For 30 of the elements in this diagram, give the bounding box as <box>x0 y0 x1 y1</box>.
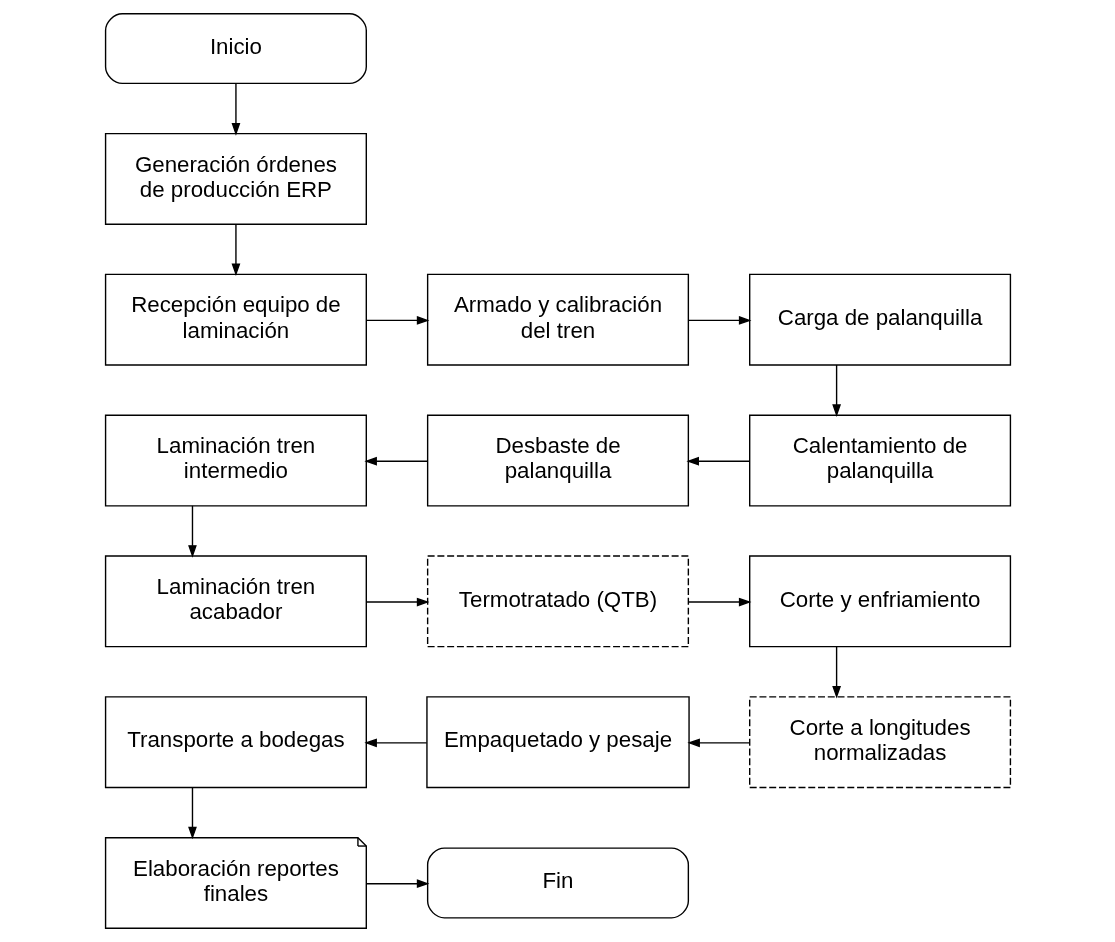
arrow <box>687 597 751 607</box>
arrow <box>365 597 429 607</box>
node-box: Inicio <box>104 13 367 85</box>
arrow <box>231 223 240 277</box>
node-box: Termotratado (QTB) <box>426 555 689 648</box>
arrow <box>365 879 429 889</box>
node-box: Laminación tren acabador <box>104 555 367 648</box>
arrow <box>231 82 240 136</box>
node-box: Transporte a bodegas <box>104 696 367 789</box>
arrow <box>831 646 841 699</box>
node-box: Corte a longitudes normalizadas <box>748 696 1011 789</box>
arrow <box>187 786 197 840</box>
node-box: Laminación tren intermedio <box>104 414 367 507</box>
node-box: Armado y calibración del tren <box>426 273 689 366</box>
node-box: Desbaste de palanquilla <box>426 414 689 507</box>
node-box: Corte y enfriamiento <box>748 555 1011 648</box>
node-box: Carga de palanquilla <box>748 273 1011 366</box>
arrow <box>363 456 428 466</box>
node-box: Calentamiento de palanquilla <box>748 414 1011 507</box>
arrow <box>363 738 427 748</box>
node-box: Generación órdenes de producción ERP <box>104 132 367 225</box>
node-box: Empaquetado y pesaje <box>425 696 690 789</box>
arrow <box>687 316 751 325</box>
arrow <box>685 456 750 466</box>
arrow <box>686 738 750 748</box>
arrow <box>187 505 197 558</box>
arrow <box>365 316 429 325</box>
node-box: Recepción equipo de laminación <box>104 273 367 366</box>
arrow <box>831 364 841 417</box>
node-box: Fin <box>426 847 689 919</box>
